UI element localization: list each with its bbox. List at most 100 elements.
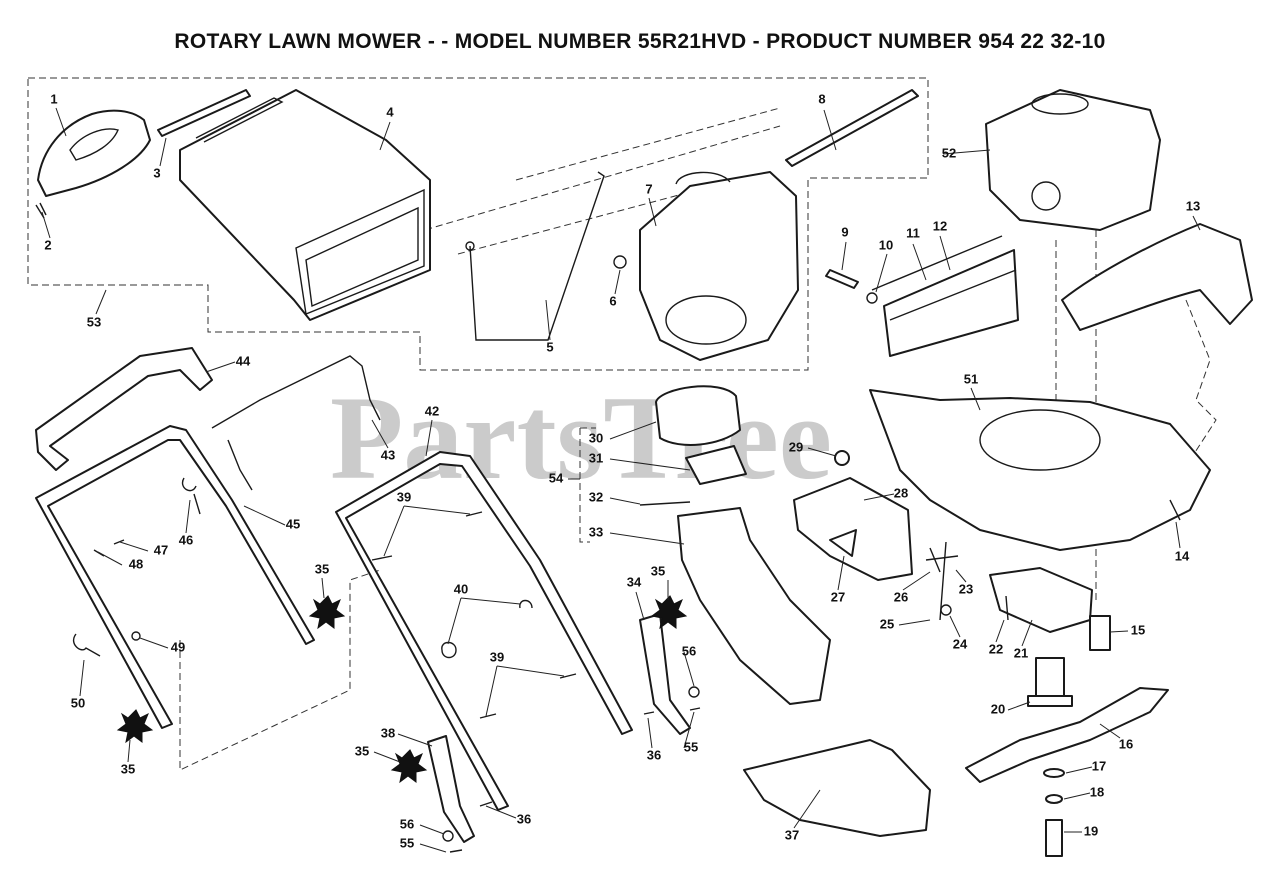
- callout-c41: 42: [425, 403, 439, 418]
- callout-c22: 22: [989, 641, 1003, 656]
- callout-c39a: 39: [397, 489, 411, 504]
- part-32-pin: [639, 501, 691, 506]
- callout-c48: 48: [129, 556, 143, 571]
- small-hardware: [72, 477, 701, 853]
- callout-c4: 4: [386, 104, 394, 119]
- part-35-knob: [116, 595, 688, 784]
- callout-c30: 30: [589, 430, 603, 445]
- part-17-washer: [1043, 768, 1065, 778]
- callout-c47: 47: [154, 542, 168, 557]
- callout-c52: 52: [942, 145, 956, 160]
- part-12-rear-flap: [883, 249, 1019, 357]
- part-44-handle-grip: [35, 347, 213, 471]
- part-37-side-chute: [743, 739, 931, 837]
- callout-c56a: 56: [682, 643, 696, 658]
- part-3-rod: [157, 89, 251, 137]
- callout-c45: 45: [286, 516, 300, 531]
- callout-c27: 27: [831, 589, 845, 604]
- part-16-blade: [965, 687, 1169, 783]
- callout-c36b: 36: [517, 811, 531, 826]
- part-13-shroud: [1061, 223, 1253, 331]
- callout-c35b: 35: [651, 563, 665, 578]
- part-25-height-adjuster: [925, 541, 959, 621]
- part-14-screw: [1169, 499, 1181, 521]
- callout-c20: 20: [991, 701, 1005, 716]
- part-26-spring: [929, 547, 941, 573]
- part-38-bracket: [427, 735, 475, 843]
- part-45-upper-handle: [35, 425, 315, 729]
- callout-c25: 25: [880, 616, 894, 631]
- callout-c23: 23: [959, 581, 973, 596]
- part-33-chute-tube: [677, 507, 831, 705]
- callout-c28: 28: [894, 485, 908, 500]
- part-1-grip-handle: [37, 109, 151, 197]
- callout-c6: 6: [609, 293, 616, 308]
- callout-c49: 49: [171, 639, 185, 654]
- part-51-mower-deck: [869, 389, 1211, 551]
- part-29-knob: [834, 450, 850, 466]
- callout-c51: 51: [964, 371, 978, 386]
- part-19-bolt: [1045, 819, 1063, 857]
- callout-c36a: 36: [647, 747, 661, 762]
- watermark-text: PartsTree: [330, 371, 832, 504]
- callout-c9: 9: [841, 224, 848, 239]
- callout-c7: 7: [645, 181, 652, 196]
- callout-c44: 44: [236, 353, 251, 368]
- callout-c38: 38: [381, 725, 395, 740]
- part-34-bracket: [639, 613, 691, 735]
- callout-c14: 14: [1175, 548, 1190, 563]
- part-4-grass-bag: [179, 89, 431, 321]
- callout-c17: 17: [1092, 758, 1106, 773]
- callout-c3: 3: [153, 165, 160, 180]
- callout-c16: 16: [1119, 736, 1133, 751]
- callout-c35c: 35: [121, 761, 135, 776]
- callout-c24: 24: [953, 636, 968, 651]
- part-20-blade-hub: [1027, 657, 1073, 707]
- part-43-control-bail: [211, 355, 381, 491]
- callout-c13: 13: [1186, 198, 1200, 213]
- callout-c21: 21: [1014, 645, 1028, 660]
- part-8-rod: [785, 89, 919, 167]
- callout-c5: 5: [546, 339, 553, 354]
- callout-c33: 33: [589, 524, 603, 539]
- callout-c12: 12: [933, 218, 947, 233]
- part-6-clip: [613, 255, 627, 269]
- callout-c15: 15: [1131, 622, 1145, 637]
- callout-c19: 19: [1084, 823, 1098, 838]
- callout-c39b: 39: [490, 649, 504, 664]
- part-7-bag-frame: [639, 171, 799, 361]
- callout-c56b: 56: [400, 816, 414, 831]
- callout-c54: 54: [549, 470, 564, 485]
- part-9-bolt: [825, 269, 859, 289]
- callout-c31: 31: [589, 450, 603, 465]
- part-28-discharge-chute: [793, 477, 913, 581]
- callout-c40: 40: [454, 581, 468, 596]
- callout-c35a: 35: [315, 561, 329, 576]
- part-18-washer: [1045, 794, 1063, 804]
- callout-c10: 10: [879, 237, 893, 252]
- part-5-wire-frame: [469, 171, 605, 341]
- callout-c18: 18: [1090, 784, 1104, 799]
- callout-c11: 11: [906, 225, 920, 240]
- part-11-rod: [871, 235, 1003, 291]
- part-42-lower-handle: [335, 451, 633, 811]
- callout-c53: 53: [87, 314, 101, 329]
- part-2-pin: [35, 202, 47, 219]
- leader-lines: [41, 107, 1201, 853]
- callout-c29: 29: [789, 439, 803, 454]
- part-24-nut: [940, 604, 952, 616]
- part-27-arrow-label: [829, 529, 857, 557]
- part-21-blade-adapter: [989, 567, 1093, 633]
- callout-c55a: 55: [684, 739, 698, 754]
- callout-c32: 32: [589, 489, 603, 504]
- callout-c26: 26: [894, 589, 908, 604]
- part-52-engine: [985, 89, 1161, 231]
- callout-c43: 43: [381, 447, 395, 462]
- part-10-nut: [866, 292, 878, 304]
- callout-c50: 50: [71, 695, 85, 710]
- part-30-mulch-cap: [655, 385, 741, 446]
- page-title: ROTARY LAWN MOWER - - MODEL NUMBER 55R21…: [174, 30, 1106, 53]
- callout-c37: 37: [785, 827, 799, 842]
- callout-c1: 1: [50, 91, 57, 106]
